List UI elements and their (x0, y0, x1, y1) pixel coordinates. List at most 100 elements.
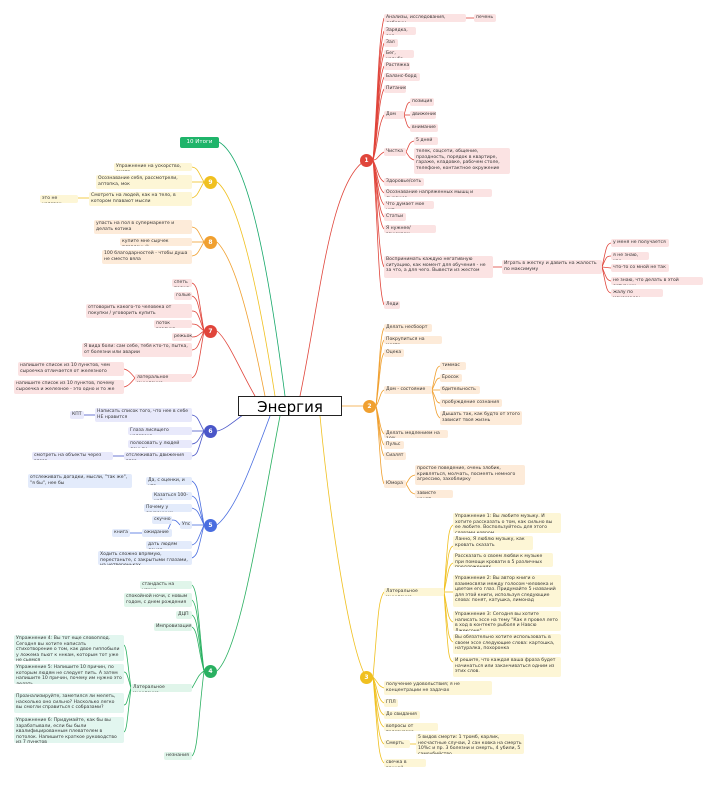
node[interactable]: Глаза лисящего человека (128, 427, 192, 435)
node[interactable]: купите мне сырчек плавленый (120, 238, 192, 246)
node[interactable]: Зарядка, око (384, 27, 416, 35)
node[interactable]: тиммас (440, 362, 466, 370)
node[interactable]: позиция (410, 98, 434, 106)
branch-4-number[interactable]: 4 (204, 665, 217, 678)
node[interactable]: это не человек (40, 195, 78, 203)
node[interactable]: ожидание (142, 529, 172, 537)
node[interactable]: Здоровье/сеть (384, 178, 424, 186)
node[interactable]: 100 благодарностей - чтобы душа не смест… (102, 250, 192, 264)
node[interactable]: Делать медлением на 10% (384, 430, 448, 438)
node[interactable]: Почему у скуренным (144, 504, 192, 512)
node[interactable]: Я нужнее/занимаем (384, 225, 436, 233)
node[interactable]: И решите, что каждая ваша фраза будет на… (453, 657, 561, 677)
node[interactable]: Импровизация (154, 623, 192, 631)
branch-8-number[interactable]: 8 (204, 236, 217, 249)
node[interactable]: внимание (410, 124, 438, 132)
node[interactable]: Зал (384, 39, 398, 47)
node[interactable]: Упражнение 5: Напишите 10 причин, по кот… (14, 664, 124, 684)
node[interactable]: Да, с оценки, и что (146, 477, 192, 485)
node[interactable]: я не знаю, как (611, 252, 649, 260)
node[interactable]: не знаю, что делать в этой ситуации (611, 277, 703, 285)
node[interactable]: зависте конат (415, 490, 453, 498)
node[interactable]: Ходить сложно впрямую, перестаньте, с за… (98, 551, 192, 565)
node[interactable]: Пульс (384, 441, 404, 449)
branch-7-number[interactable]: 7 (204, 325, 217, 338)
node[interactable]: Дышать так, как будто от этого зависит т… (440, 411, 522, 425)
branch-3-number[interactable]: 3 (360, 671, 373, 684)
node[interactable]: у меня не получается (611, 239, 669, 247)
node[interactable]: Написать список того, что нее в себе НЕ … (95, 408, 192, 422)
node[interactable]: КПТ (70, 411, 84, 419)
node[interactable]: пробуждение сознания (440, 399, 502, 407)
node[interactable]: получение удовольствия; я не концентраци… (384, 681, 492, 695)
node[interactable]: движение (410, 111, 436, 119)
node[interactable]: голые (174, 292, 192, 300)
node[interactable]: простое поведение, очень злобик, кривлят… (415, 465, 525, 485)
node[interactable]: латеральное мышление (135, 374, 192, 382)
node[interactable]: ДЦП (176, 611, 192, 619)
branch-5-number[interactable]: 5 (204, 519, 217, 532)
node[interactable]: Осознавание напряженных мышц и дыхание (384, 189, 492, 197)
node[interactable]: Ёросок (440, 374, 462, 382)
node[interactable]: Проанализируйте, заметился ли мелеть, на… (14, 693, 124, 713)
branch-2-number[interactable]: 2 (363, 400, 376, 413)
node[interactable]: Упражнение 2: Вы автор книги о взаимосвя… (453, 575, 561, 607)
node[interactable]: упасть на пол в супермаркете и делать ко… (94, 220, 192, 234)
node[interactable]: Упражнение на ускорство, смотр (114, 163, 192, 171)
node[interactable]: Дом (384, 111, 404, 119)
node[interactable]: Баланс-борд (384, 73, 420, 81)
node[interactable]: Вы обязательно хотите использовать в сво… (453, 634, 561, 654)
node[interactable]: Анализы, исследования, добавки (384, 14, 466, 22)
node[interactable]: отговорить какого-то человека от покупки… (86, 304, 192, 318)
node[interactable]: Латеральное мышление (131, 684, 192, 692)
node[interactable]: Леди (384, 301, 400, 309)
node[interactable]: отслеживать движения глаз (124, 452, 192, 460)
node[interactable]: 5 дней (414, 137, 438, 145)
node[interactable]: Упражнение 6: Придумайте, как бы вы зара… (14, 717, 124, 743)
central-topic[interactable]: Энергия (238, 396, 342, 416)
node[interactable]: Юмора (384, 480, 406, 488)
node[interactable]: незнания (164, 752, 192, 760)
node[interactable]: Упражнение 3: Сегодня вы хотите написать… (453, 611, 561, 631)
node[interactable]: Питание (384, 85, 406, 93)
node[interactable]: Смерть (384, 740, 410, 748)
node[interactable]: телек, соцсети, общение, праздность, пор… (414, 148, 510, 174)
node[interactable]: Смотреть на людей, как на тело, в которо… (89, 192, 192, 206)
node[interactable]: напишите список из 10 пунктов, почему сы… (14, 380, 124, 394)
node[interactable]: стандасть на улице (140, 581, 192, 589)
node[interactable]: вопросы от телевизора (384, 723, 438, 731)
node[interactable]: Упс (180, 521, 192, 529)
node[interactable]: Упражнение 4: Вы тот еще словоплод. Сего… (14, 635, 124, 661)
node[interactable]: свечка в ванной (384, 759, 426, 767)
node[interactable]: Воспринимать каждую негативную ситуацию,… (384, 256, 493, 278)
node[interactable]: Что думает мое уит (384, 201, 434, 209)
node[interactable]: До свидания (384, 711, 420, 719)
node[interactable]: отслеживать догадки, мысли, "так же", "я… (28, 474, 132, 488)
branch-1-number[interactable]: 1 (360, 154, 373, 167)
topic-10-summary[interactable]: 10 Итоги (180, 137, 219, 148)
node[interactable]: Осознавание себя, рассмотрели, аптопка, … (96, 175, 192, 189)
branch-9-number[interactable]: 9 (204, 176, 217, 189)
node[interactable]: Делать несбоорт (384, 324, 432, 332)
node[interactable]: Статьи (384, 213, 406, 221)
node[interactable]: Латеральное мышление (384, 588, 444, 596)
node[interactable]: поток воздуха (154, 320, 192, 328)
node[interactable]: Упражнение 1: Вы любите музыку. И хотите… (453, 513, 561, 533)
node[interactable]: Рассказать о своем любви к музыке при по… (453, 553, 553, 567)
node[interactable]: что-то со мной не так (611, 264, 669, 272)
node[interactable]: Играть в жестку и давить на жалость по м… (502, 260, 602, 274)
node[interactable]: режьок (172, 333, 192, 341)
node[interactable]: скучно (152, 516, 172, 524)
node[interactable]: Сиалят (384, 452, 406, 460)
node[interactable]: Ланно, Я люблю музыку, как кровать сказа… (453, 536, 533, 550)
node[interactable]: спеть песню (172, 279, 192, 287)
node[interactable]: ГПЛ (384, 699, 398, 707)
node[interactable]: печень (474, 14, 496, 22)
node[interactable]: напишите список из 10 пунктов, чем сырое… (18, 362, 124, 376)
node[interactable]: Покрупиться на месте (384, 336, 442, 344)
node[interactable]: Оцека (384, 349, 404, 357)
node[interactable]: Казаться 100-кой (152, 492, 192, 500)
node[interactable]: смотреть на объекты через глаза (32, 452, 113, 460)
node[interactable]: 5 видов смерти: 1 тромб, карлик, несчаст… (416, 734, 524, 754)
node[interactable]: Чистка (384, 148, 406, 156)
